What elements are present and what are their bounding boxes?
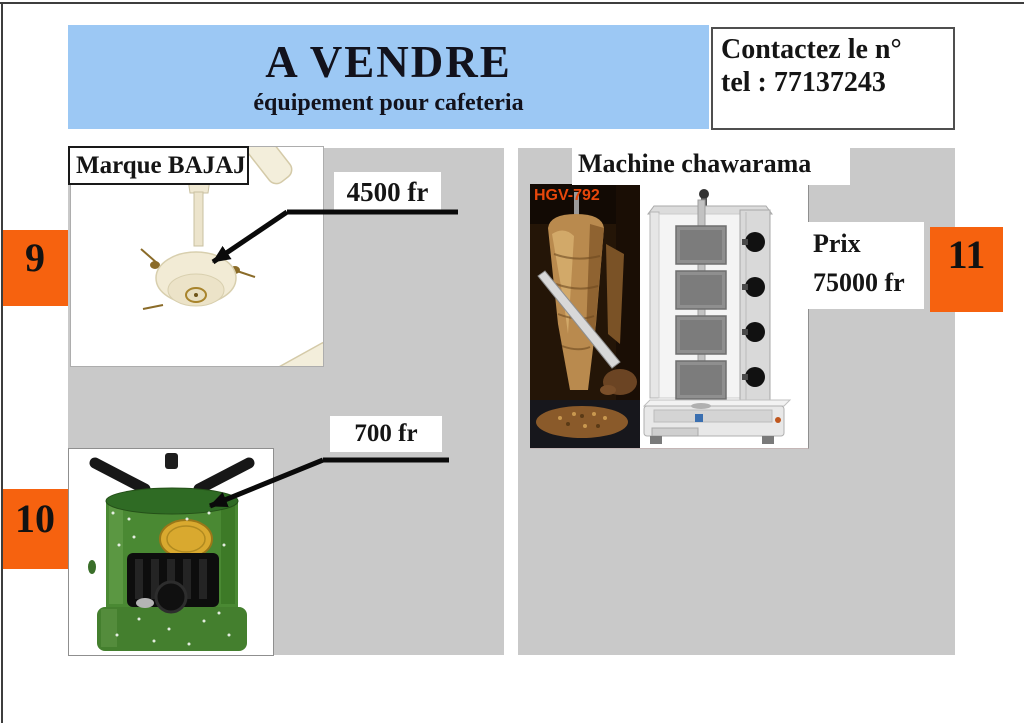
model-code-label: HGV-792 — [534, 187, 600, 204]
contact-box: Contactez le n° tel : 77137243 — [711, 27, 955, 130]
contact-line-2: tel : 77137243 — [721, 67, 886, 99]
brand-label-box: Marque BAJAJ — [68, 146, 249, 185]
item-number-machine: 11 — [947, 232, 986, 277]
fan-price-text: 4500 fr — [346, 177, 429, 207]
shawarma-photo — [530, 184, 640, 448]
shawarma-machine-image: HGV-792 — [530, 184, 809, 449]
page-subtitle: équipement pour cafeteria — [253, 89, 524, 116]
machine-title: Machine chawarama — [578, 148, 812, 178]
item-badge-10: 10 — [2, 489, 68, 569]
page-border-top — [0, 2, 1024, 4]
kerosene-stove-drawing — [88, 453, 255, 651]
item-badge-11: 11 — [930, 227, 1003, 312]
machine-price-value: 75000 fr — [813, 268, 905, 297]
brand-label: Marque BAJAJ — [76, 151, 246, 179]
item-number-stove: 10 — [15, 496, 55, 541]
stove-price-text: 700 fr — [354, 420, 418, 447]
item-number-fan: 9 — [25, 235, 45, 280]
kerosene-stove-image — [68, 448, 274, 656]
price-tag-stove: 700 fr — [330, 416, 442, 452]
page-border-left — [1, 2, 3, 723]
price-tag-fan: 4500 fr — [334, 172, 441, 213]
machine-price-label: Prix — [813, 229, 861, 258]
fan-price-arrow — [211, 209, 458, 265]
shawarma-machine-drawing — [530, 184, 792, 448]
machine-title-box: Machine chawarama — [572, 142, 850, 185]
header-banner: A VENDRE équipement pour cafeteria — [68, 25, 709, 129]
grill-machine-drawing — [642, 189, 792, 444]
stove-price-arrow — [209, 457, 449, 509]
contact-line-1: Contactez le n° — [721, 34, 902, 65]
price-tag-machine: Prix 75000 fr — [803, 222, 924, 309]
page-title: A VENDRE — [265, 36, 512, 87]
item-badge-9: 9 — [2, 230, 68, 306]
